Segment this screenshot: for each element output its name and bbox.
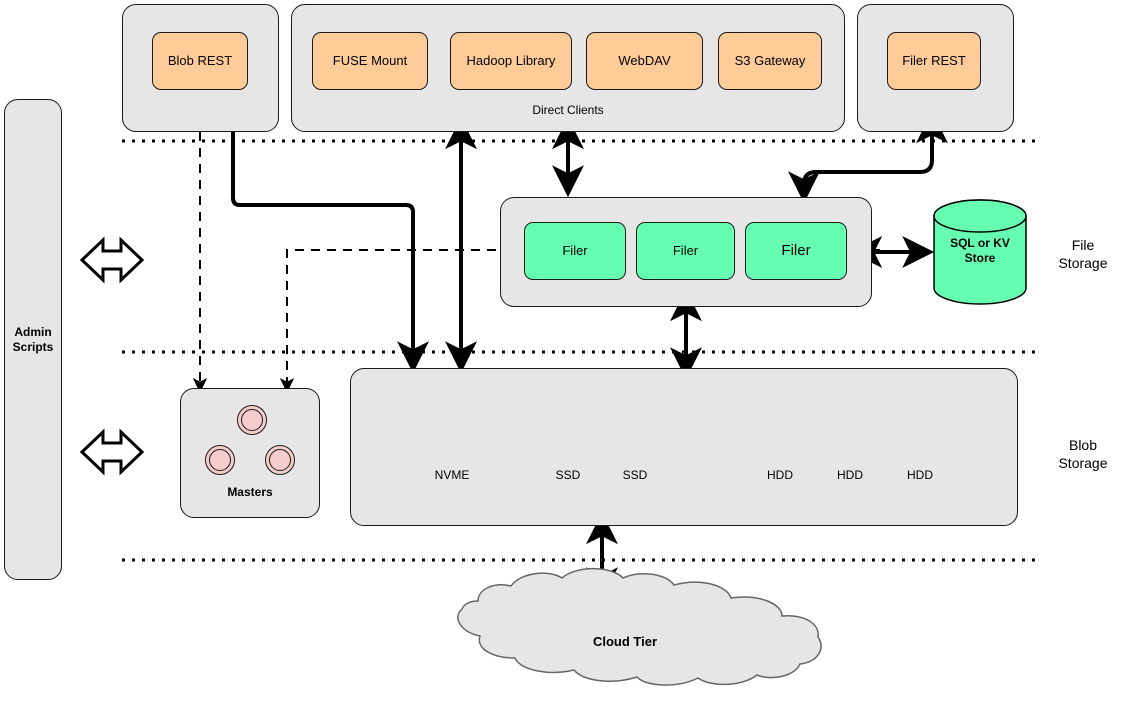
filer-node-1-label: Filer [562,243,588,259]
admin-scripts-label-line2: Scripts [12,339,54,354]
sql-kv-store-label-line1: SQL or KV [950,236,1010,250]
client-hadoop-library-label: Hadoop Library [466,53,556,69]
volume-servers-group [350,368,1018,526]
tier-label-blob-storage-line2: Storage [1058,455,1108,472]
cloud-tier-label-text: Cloud Tier [592,634,658,649]
admin-scripts-label-line1: Admin [14,325,52,340]
admin-arrow-file [79,236,145,284]
client-s3-gateway-label: S3 Gateway [734,53,806,69]
sql-kv-store-label: SQL or KV Store [934,236,1026,266]
client-blob-rest[interactable]: Blob REST [152,32,248,90]
client-webdav-label: WebDAV [618,53,671,69]
conn-blobrest-to-volumes [231,132,429,374]
cloud-tier-label: Cloud Tier [540,634,710,649]
tier-label-blob-storage-line1: Blob [1068,437,1098,453]
client-filer-rest-label: Filer REST [902,53,966,69]
client-filer-rest[interactable]: Filer REST [887,32,981,90]
client-fuse-mount[interactable]: FUSE Mount [312,32,428,90]
cloud-tier-shape [457,567,822,686]
blob-rest-group [122,4,279,132]
sql-kv-store-label-line2: Store [964,251,996,265]
client-hadoop-library[interactable]: Hadoop Library [450,32,572,90]
master-node-3[interactable] [265,445,295,475]
filer-node-1[interactable]: Filer [524,222,626,280]
client-fuse-mount-label: FUSE Mount [332,53,408,69]
tier-label-file-storage: File Storage [1048,236,1118,272]
admin-arrow-blob [79,428,145,476]
master-node-1[interactable] [237,405,267,435]
admin-double-arrows [79,236,145,476]
tier-label-blob-storage: Blob Storage [1048,436,1118,472]
client-blob-rest-label: Blob REST [167,53,233,69]
client-webdav[interactable]: WebDAV [586,32,703,90]
filer-node-3-label: Filer [781,242,811,260]
filer-node-2[interactable]: Filer [636,222,735,280]
direct-clients-caption-text: Direct Clients [532,103,604,117]
client-s3-gateway[interactable]: S3 Gateway [718,32,822,90]
admin-scripts-panel[interactable]: Admin Scripts [4,99,62,580]
masters-label: Masters [181,485,319,499]
tier-label-file-storage-line1: File [1071,237,1095,253]
conn-filerrest-to-filers [788,111,948,204]
masters-group: Masters [180,388,320,518]
filer-node-2-label: Filer [672,243,699,259]
filer-node-3[interactable]: Filer [745,222,847,280]
master-node-2[interactable] [205,445,235,475]
tier-label-file-storage-line2: Storage [1058,255,1108,272]
sql-kv-store[interactable]: SQL or KV Store [934,236,1026,276]
direct-clients-caption: Direct Clients [480,102,656,118]
masters-label-text: Masters [227,485,273,499]
